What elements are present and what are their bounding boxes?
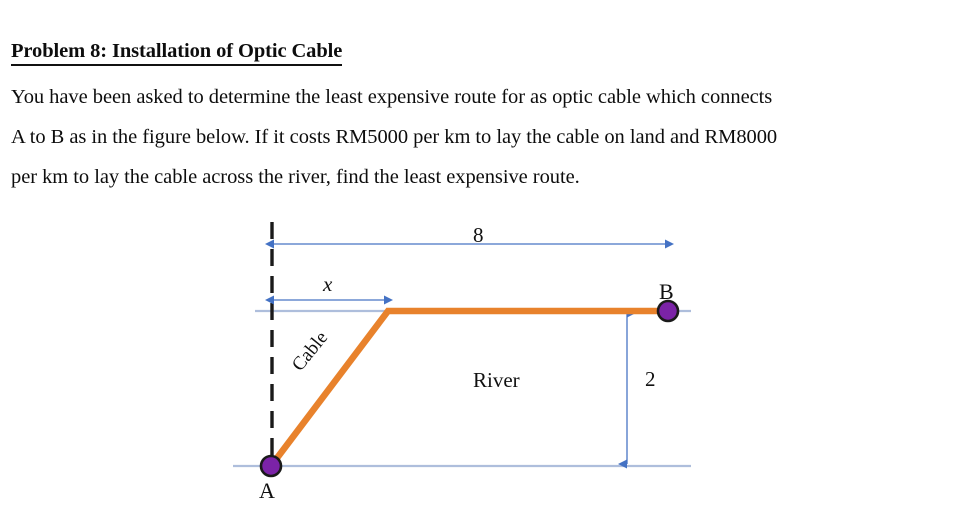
problem-statement-line-1: You have been asked to determine the lea… [11,86,773,108]
label-point-a: A [259,478,275,503]
page-title: Problem 8: Installation of Optic Cable [11,40,342,66]
diagram-canvas [233,222,691,478]
point-a-marker [259,454,283,478]
label-river-width: 2 [645,367,656,391]
problem-statement-line-3: per km to lay the cable across the river… [11,166,580,188]
label-total-distance: 8 [473,223,484,247]
label-river: River [473,368,520,392]
optic-cable-diagram: 8 x B A 2 River Cable [0,206,959,520]
label-point-b: B [659,279,674,304]
point-b-marker [656,299,680,323]
cable-route-path [268,307,668,468]
label-land-distance: x [323,272,333,296]
problem-statement-line-2: A to B as in the figure below. If it cos… [11,126,778,148]
